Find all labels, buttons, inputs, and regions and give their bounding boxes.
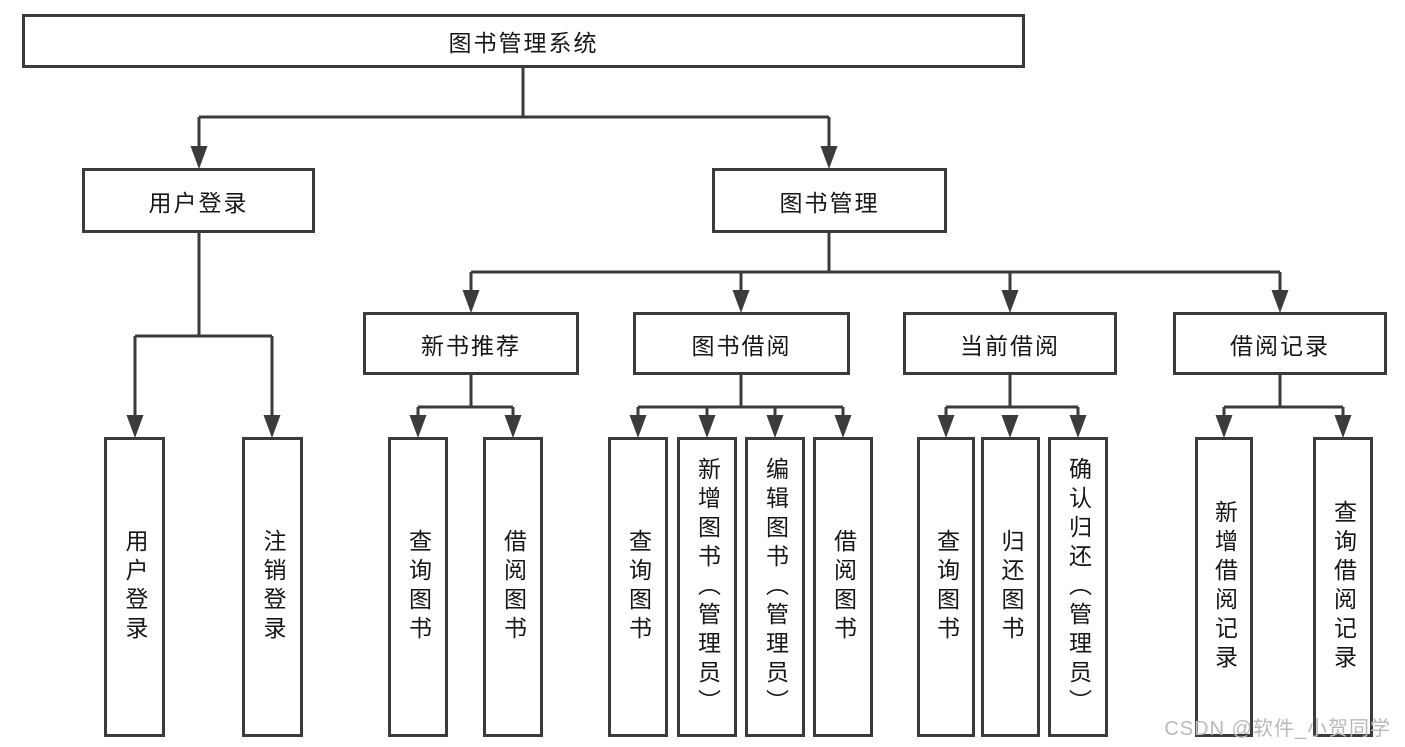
node-current-borrowing: 当前借阅	[903, 312, 1117, 375]
leaf-query-borrow-record-label: 查询借阅记录	[1330, 500, 1357, 674]
leaf-add-book-admin: 新增图书（管理员）	[677, 437, 737, 737]
leaf-query-borrow-record: 查询借阅记录	[1313, 437, 1373, 737]
leaf-return-book-label: 归还图书	[998, 529, 1024, 645]
leaf-confirm-return-admin: 确认归还（管理员）	[1048, 437, 1108, 737]
node-borrowing-records-label: 借阅记录	[1230, 332, 1330, 359]
leaf-borrow-books-2: 借阅图书	[813, 437, 873, 737]
leaf-confirm-return-admin-label: 确认归还（管理员）	[1065, 456, 1092, 718]
arrowheads	[126, 146, 1352, 438]
node-book-management: 图书管理	[712, 168, 947, 233]
leaf-logout: 注销登录	[242, 437, 303, 737]
node-new-book-recommendation: 新书推荐	[363, 312, 579, 375]
leaf-edit-book-admin-label: 编辑图书（管理员）	[762, 456, 789, 718]
node-book-borrowing-label: 图书借阅	[691, 332, 792, 359]
node-root: 图书管理系统	[22, 14, 1025, 68]
connector-path	[133, 68, 1345, 417]
leaf-borrow-books-2-label: 借阅图书	[830, 529, 857, 645]
leaf-user-login: 用户登录	[104, 437, 165, 737]
leaf-borrow-books-1: 借阅图书	[483, 437, 543, 737]
node-new-book-recommendation-label: 新书推荐	[421, 332, 521, 359]
leaf-borrow-books-1-label: 借阅图书	[500, 529, 527, 645]
node-book-management-label: 图书管理	[779, 189, 880, 216]
node-user-login-label: 用户登录	[148, 189, 249, 216]
node-root-label: 图书管理系统	[448, 30, 599, 56]
leaf-add-borrow-record: 新增借阅记录	[1195, 437, 1253, 737]
node-borrowing-records: 借阅记录	[1173, 312, 1387, 375]
node-user-login: 用户登录	[82, 168, 315, 233]
leaf-user-login-label: 用户登录	[122, 529, 148, 645]
leaf-return-book: 归还图书	[981, 437, 1040, 737]
node-book-borrowing: 图书借阅	[633, 312, 850, 375]
node-current-borrowing-label: 当前借阅	[960, 332, 1060, 359]
leaf-query-books-3: 查询图书	[917, 437, 975, 737]
leaf-query-books-1-label: 查询图书	[405, 529, 432, 645]
leaf-add-borrow-record-label: 新增借阅记录	[1211, 500, 1238, 674]
leaf-query-books-1: 查询图书	[388, 437, 448, 737]
leaf-add-book-admin-label: 新增图书（管理员）	[694, 456, 721, 718]
leaf-query-books-3-label: 查询图书	[933, 529, 960, 645]
leaf-logout-label: 注销登录	[260, 529, 286, 645]
leaf-query-books-2: 查询图书	[608, 437, 668, 737]
leaf-edit-book-admin: 编辑图书（管理员）	[745, 437, 805, 737]
leaf-query-books-2-label: 查询图书	[625, 529, 652, 645]
